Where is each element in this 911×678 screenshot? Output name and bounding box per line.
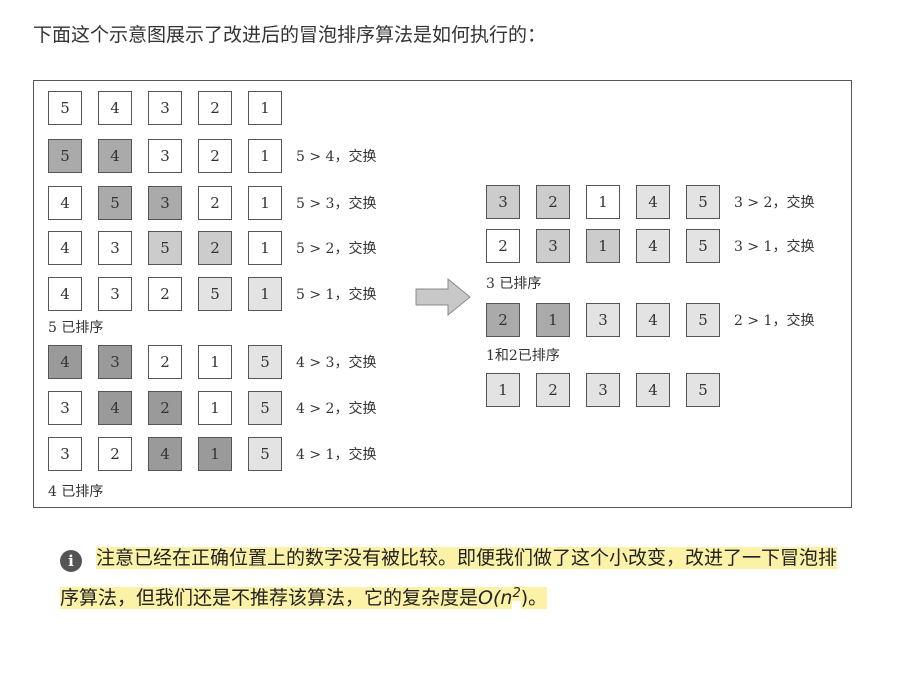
array-cell: 5 [98, 186, 132, 220]
array-cell: 5 [148, 231, 182, 265]
array-cell: 3 [586, 373, 620, 407]
array-cell: 4 [98, 139, 132, 173]
array-cell: 1 [486, 373, 520, 407]
array-cell: 2 [198, 91, 232, 125]
comparison-note: 3 > 2，交换 [734, 195, 815, 211]
array-cell: 4 [48, 345, 82, 379]
array-cell: 4 [636, 229, 670, 263]
array-cell: 2 [198, 231, 232, 265]
comparison-note: 5 > 3，交换 [296, 196, 377, 212]
intro-text: 下面这个示意图展示了改进后的冒泡排序算法是如何执行的： [33, 24, 547, 46]
array-cell: 5 [248, 437, 282, 471]
array-cell: 4 [636, 373, 670, 407]
array-cell: 2 [148, 277, 182, 311]
array-cell: 5 [686, 373, 720, 407]
array-cell: 1 [248, 91, 282, 125]
comparison-note: 5 > 1，交换 [296, 287, 377, 303]
array-cell: 3 [98, 231, 132, 265]
comparison-note: 5 > 4，交换 [296, 149, 377, 165]
array-cell: 3 [586, 303, 620, 337]
array-cell: 5 [48, 91, 82, 125]
array-cell: 4 [636, 185, 670, 219]
array-cell: 5 [686, 185, 720, 219]
array-cell: 3 [148, 139, 182, 173]
array-cell: 1 [198, 391, 232, 425]
array-cell: 2 [536, 373, 570, 407]
array-cell: 5 [686, 229, 720, 263]
array-cell: 1 [586, 229, 620, 263]
sorted-label-5: 5 已排序 [48, 320, 104, 336]
array-cell: 4 [48, 186, 82, 220]
tip-text: 注意已经在正确位置上的数字没有被比较。即便我们做了这个小改变，改进了一下冒泡排序… [60, 547, 838, 610]
array-cell: 5 [686, 303, 720, 337]
array-cell: 2 [198, 139, 232, 173]
array-cell: 5 [248, 345, 282, 379]
array-cell: 4 [48, 277, 82, 311]
array-cell: 1 [586, 185, 620, 219]
right-arrow-icon [415, 277, 471, 317]
comparison-note: 2 > 1，交换 [734, 313, 815, 329]
array-cell: 3 [486, 185, 520, 219]
array-cell: 2 [198, 186, 232, 220]
array-cell: 5 [248, 391, 282, 425]
array-cell: 3 [98, 277, 132, 311]
array-cell: 1 [248, 139, 282, 173]
comparison-note: 4 > 3，交换 [296, 355, 377, 371]
array-cell: 3 [98, 345, 132, 379]
comparison-note: 4 > 2，交换 [296, 401, 377, 417]
array-cell: 5 [48, 139, 82, 173]
info-icon: i [60, 550, 82, 572]
array-cell: 1 [198, 437, 232, 471]
array-cell: 4 [148, 437, 182, 471]
tip-formula-exp: 2 [512, 586, 521, 601]
array-cell: 2 [148, 391, 182, 425]
tip-formula-base: O(n [478, 587, 513, 610]
array-cell: 3 [148, 91, 182, 125]
array-cell: 3 [48, 437, 82, 471]
comparison-note: 4 > 1，交换 [296, 447, 377, 463]
array-cell: 2 [486, 303, 520, 337]
sorted-label-4: 4 已排序 [48, 484, 104, 500]
array-cell: 3 [536, 229, 570, 263]
array-cell: 2 [98, 437, 132, 471]
array-cell: 4 [98, 91, 132, 125]
array-cell: 2 [536, 185, 570, 219]
array-cell: 4 [98, 391, 132, 425]
tip-formula-end: )。 [520, 587, 548, 610]
comparison-note: 3 > 1，交换 [734, 239, 815, 255]
array-cell: 2 [486, 229, 520, 263]
array-cell: 4 [636, 303, 670, 337]
array-cell: 3 [48, 391, 82, 425]
sorted-label-3: 3 已排序 [486, 276, 542, 292]
array-cell: 5 [198, 277, 232, 311]
array-cell: 1 [248, 231, 282, 265]
array-cell: 1 [248, 277, 282, 311]
sorted-label-1-2: 1和2已排序 [486, 348, 560, 364]
array-cell: 2 [148, 345, 182, 379]
array-cell: 1 [536, 303, 570, 337]
array-cell: 4 [48, 231, 82, 265]
array-cell: 3 [148, 186, 182, 220]
array-cell: 1 [198, 345, 232, 379]
array-cell: 1 [248, 186, 282, 220]
comparison-note: 5 > 2，交换 [296, 241, 377, 257]
